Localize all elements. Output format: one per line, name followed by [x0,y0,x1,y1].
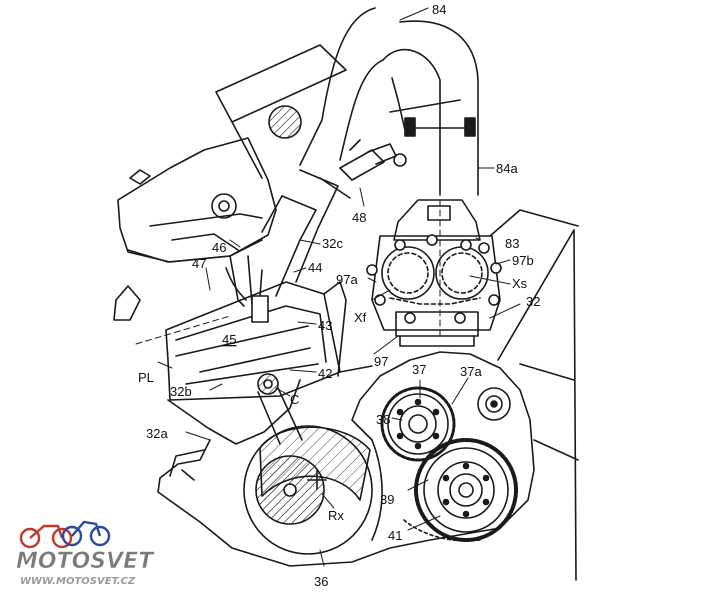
label-97: 97 [374,354,388,369]
label-Rx: Rx [328,508,344,523]
crankshaft [243,425,373,555]
label-97b: 97b [512,253,534,268]
label-41: 41 [388,528,402,543]
label-42: 42 [318,366,332,381]
label-32a: 32a [146,426,168,441]
label-84a: 84a [496,161,518,176]
label-Xf: Xf [354,310,367,325]
idler-gear [477,387,511,421]
twin-throttle-bodies [366,234,502,347]
label-C: C [290,392,299,407]
watermark-brand: MOTOSVET [16,549,155,574]
balancer-gear [380,386,456,462]
intake-duct [299,7,479,196]
motosvet-watermark: MOTOSVET WWW.MOTOSVET.CZ [16,520,156,587]
throttle-housing [393,199,481,241]
reference-numerals: 84 84a 48 83 97b Xs 32 32c 46 47 44 97a … [138,2,540,589]
label-39: 39 [380,492,394,507]
label-PL: PL [138,370,154,385]
label-32c: 32c [322,236,343,251]
crankcase [157,209,579,581]
label-83: 83 [505,236,519,251]
fuel-injector [319,143,407,199]
intake-port [261,169,339,297]
label-32b: 32b [170,384,192,399]
frame-member-upper [215,44,461,179]
cylinder-head [113,137,277,321]
label-97a: 97a [336,272,358,287]
leader-lines [157,7,521,567]
label-32-right: 32 [526,294,540,309]
label-Xs: Xs [512,276,528,291]
motorcycle-logo-icon [19,520,111,549]
label-38: 38 [376,412,390,427]
label-46: 46 [212,240,226,255]
label-37a: 37a [460,364,482,379]
reference-lines [135,199,441,345]
watermark-url: WWW.MOTOSVET.CZ [20,576,136,587]
label-48: 48 [352,210,366,225]
label-37: 37 [412,362,426,377]
label-47: 47 [192,256,206,271]
label-44: 44 [308,260,322,275]
label-36: 36 [314,574,328,589]
label-84: 84 [432,2,446,17]
primary-gear [403,438,518,542]
label-43: 43 [318,318,332,333]
label-45: 45 [222,332,236,347]
